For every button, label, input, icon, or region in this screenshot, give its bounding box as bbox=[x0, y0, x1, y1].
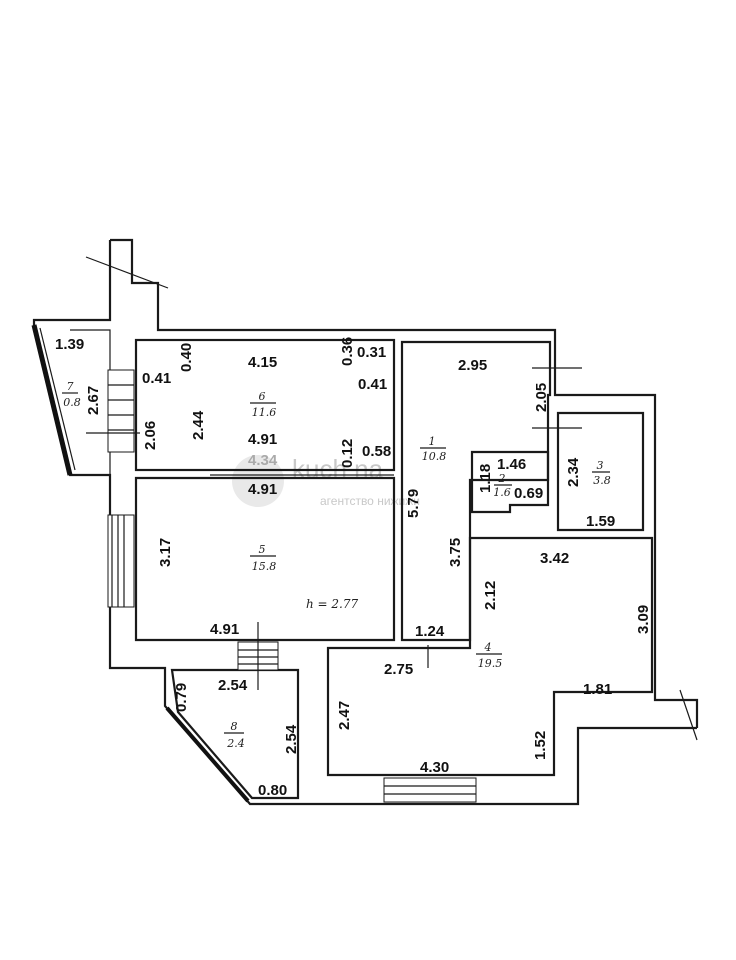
svg-text:2.4: 2.4 bbox=[226, 737, 245, 750]
room-8-label: 8 2.4 bbox=[224, 720, 245, 750]
room-4-label: 4 19.5 bbox=[476, 641, 502, 670]
svg-text:8: 8 bbox=[231, 720, 238, 733]
dim-label: 2.95 bbox=[458, 357, 487, 374]
dim-label: 4.91 bbox=[248, 481, 277, 498]
room-1-label: 1 10.8 bbox=[420, 435, 446, 463]
dim-label: 1.18 bbox=[477, 464, 494, 493]
svg-text:1: 1 bbox=[429, 435, 436, 448]
dim-label: 2.06 bbox=[142, 421, 159, 450]
dim-label: 3.17 bbox=[157, 538, 174, 567]
svg-text:11.6: 11.6 bbox=[252, 406, 277, 419]
dim-label: 3.75 bbox=[447, 538, 464, 567]
dim-label: 5.79 bbox=[405, 489, 422, 518]
watermark-logo-icon bbox=[232, 455, 284, 507]
dimension-labels: 1.39 2.67 0.41 0.40 2.06 4.15 2.44 4.91 … bbox=[55, 336, 652, 799]
dim-label: 0.41 bbox=[358, 376, 387, 393]
svg-text:3: 3 bbox=[597, 459, 604, 472]
watermark-dim-overlay: 4.34 bbox=[248, 452, 278, 469]
dim-label: 2.67 bbox=[85, 386, 102, 415]
svg-text:7: 7 bbox=[67, 380, 74, 393]
dim-label: 4.30 bbox=[420, 759, 449, 776]
room-2-label: 2 1.6 bbox=[493, 472, 512, 499]
dim-label: 2.12 bbox=[482, 581, 499, 610]
dim-label: 2.54 bbox=[283, 724, 300, 754]
dim-label: 0.40 bbox=[178, 343, 195, 372]
dim-label: 0.79 bbox=[173, 683, 190, 712]
dim-label: 2.75 bbox=[384, 661, 413, 678]
dim-label: 3.42 bbox=[540, 550, 569, 567]
dim-label: 1.24 bbox=[415, 623, 445, 640]
svg-text:15.8: 15.8 bbox=[252, 560, 277, 573]
watermark: kuch na агентство нижижи 4.34 bbox=[232, 452, 420, 508]
svg-text:0.8: 0.8 bbox=[63, 396, 81, 409]
dim-label: 0.31 bbox=[357, 344, 386, 361]
dim-label: 2.34 bbox=[565, 457, 582, 487]
svg-text:5: 5 bbox=[259, 543, 266, 556]
room-5-label: 5 15.8 bbox=[250, 543, 276, 573]
svg-text:1.6: 1.6 bbox=[493, 486, 511, 499]
dim-label: 1.39 bbox=[55, 336, 84, 353]
dim-label: 0.41 bbox=[142, 370, 171, 387]
dim-label: 0.80 bbox=[258, 782, 287, 799]
svg-text:6: 6 bbox=[259, 390, 266, 403]
dim-label: 1.59 bbox=[586, 513, 615, 530]
dim-label: 1.52 bbox=[532, 731, 549, 760]
dim-label: 4.91 bbox=[210, 621, 239, 638]
dim-label: 0.36 bbox=[339, 337, 356, 366]
dim-label: 2.47 bbox=[336, 701, 353, 730]
svg-text:2: 2 bbox=[498, 472, 506, 485]
svg-text:3.8: 3.8 bbox=[593, 474, 611, 487]
dim-label: 1.81 bbox=[583, 681, 612, 698]
dim-label: 4.91 bbox=[248, 431, 277, 448]
room-labels: 7 0.8 6 11.6 1 10.8 2 1.6 3 3.8 5 15.8 bbox=[62, 380, 611, 750]
outer-walls bbox=[31, 238, 699, 806]
room-7-label: 7 0.8 bbox=[62, 380, 81, 409]
dim-label: 2.05 bbox=[533, 383, 550, 412]
svg-text:19.5: 19.5 bbox=[478, 657, 503, 670]
room-3-label: 3 3.8 bbox=[592, 459, 611, 487]
dim-label: 2.54 bbox=[218, 677, 248, 694]
dim-label: 0.69 bbox=[514, 485, 543, 502]
dim-label: 4.15 bbox=[248, 354, 277, 371]
openings bbox=[85, 256, 698, 803]
dim-label: 0.12 bbox=[339, 439, 356, 468]
dim-label: 0.58 bbox=[362, 443, 391, 460]
room-6-label: 6 11.6 bbox=[250, 390, 276, 419]
dim-label: 2.44 bbox=[190, 410, 207, 440]
dim-label: 3.09 bbox=[635, 605, 652, 634]
dim-label: 1.46 bbox=[497, 456, 526, 473]
svg-text:4: 4 bbox=[484, 641, 492, 654]
ceiling-height-label: h = 2.77 bbox=[306, 597, 358, 611]
svg-text:10.8: 10.8 bbox=[422, 450, 447, 463]
